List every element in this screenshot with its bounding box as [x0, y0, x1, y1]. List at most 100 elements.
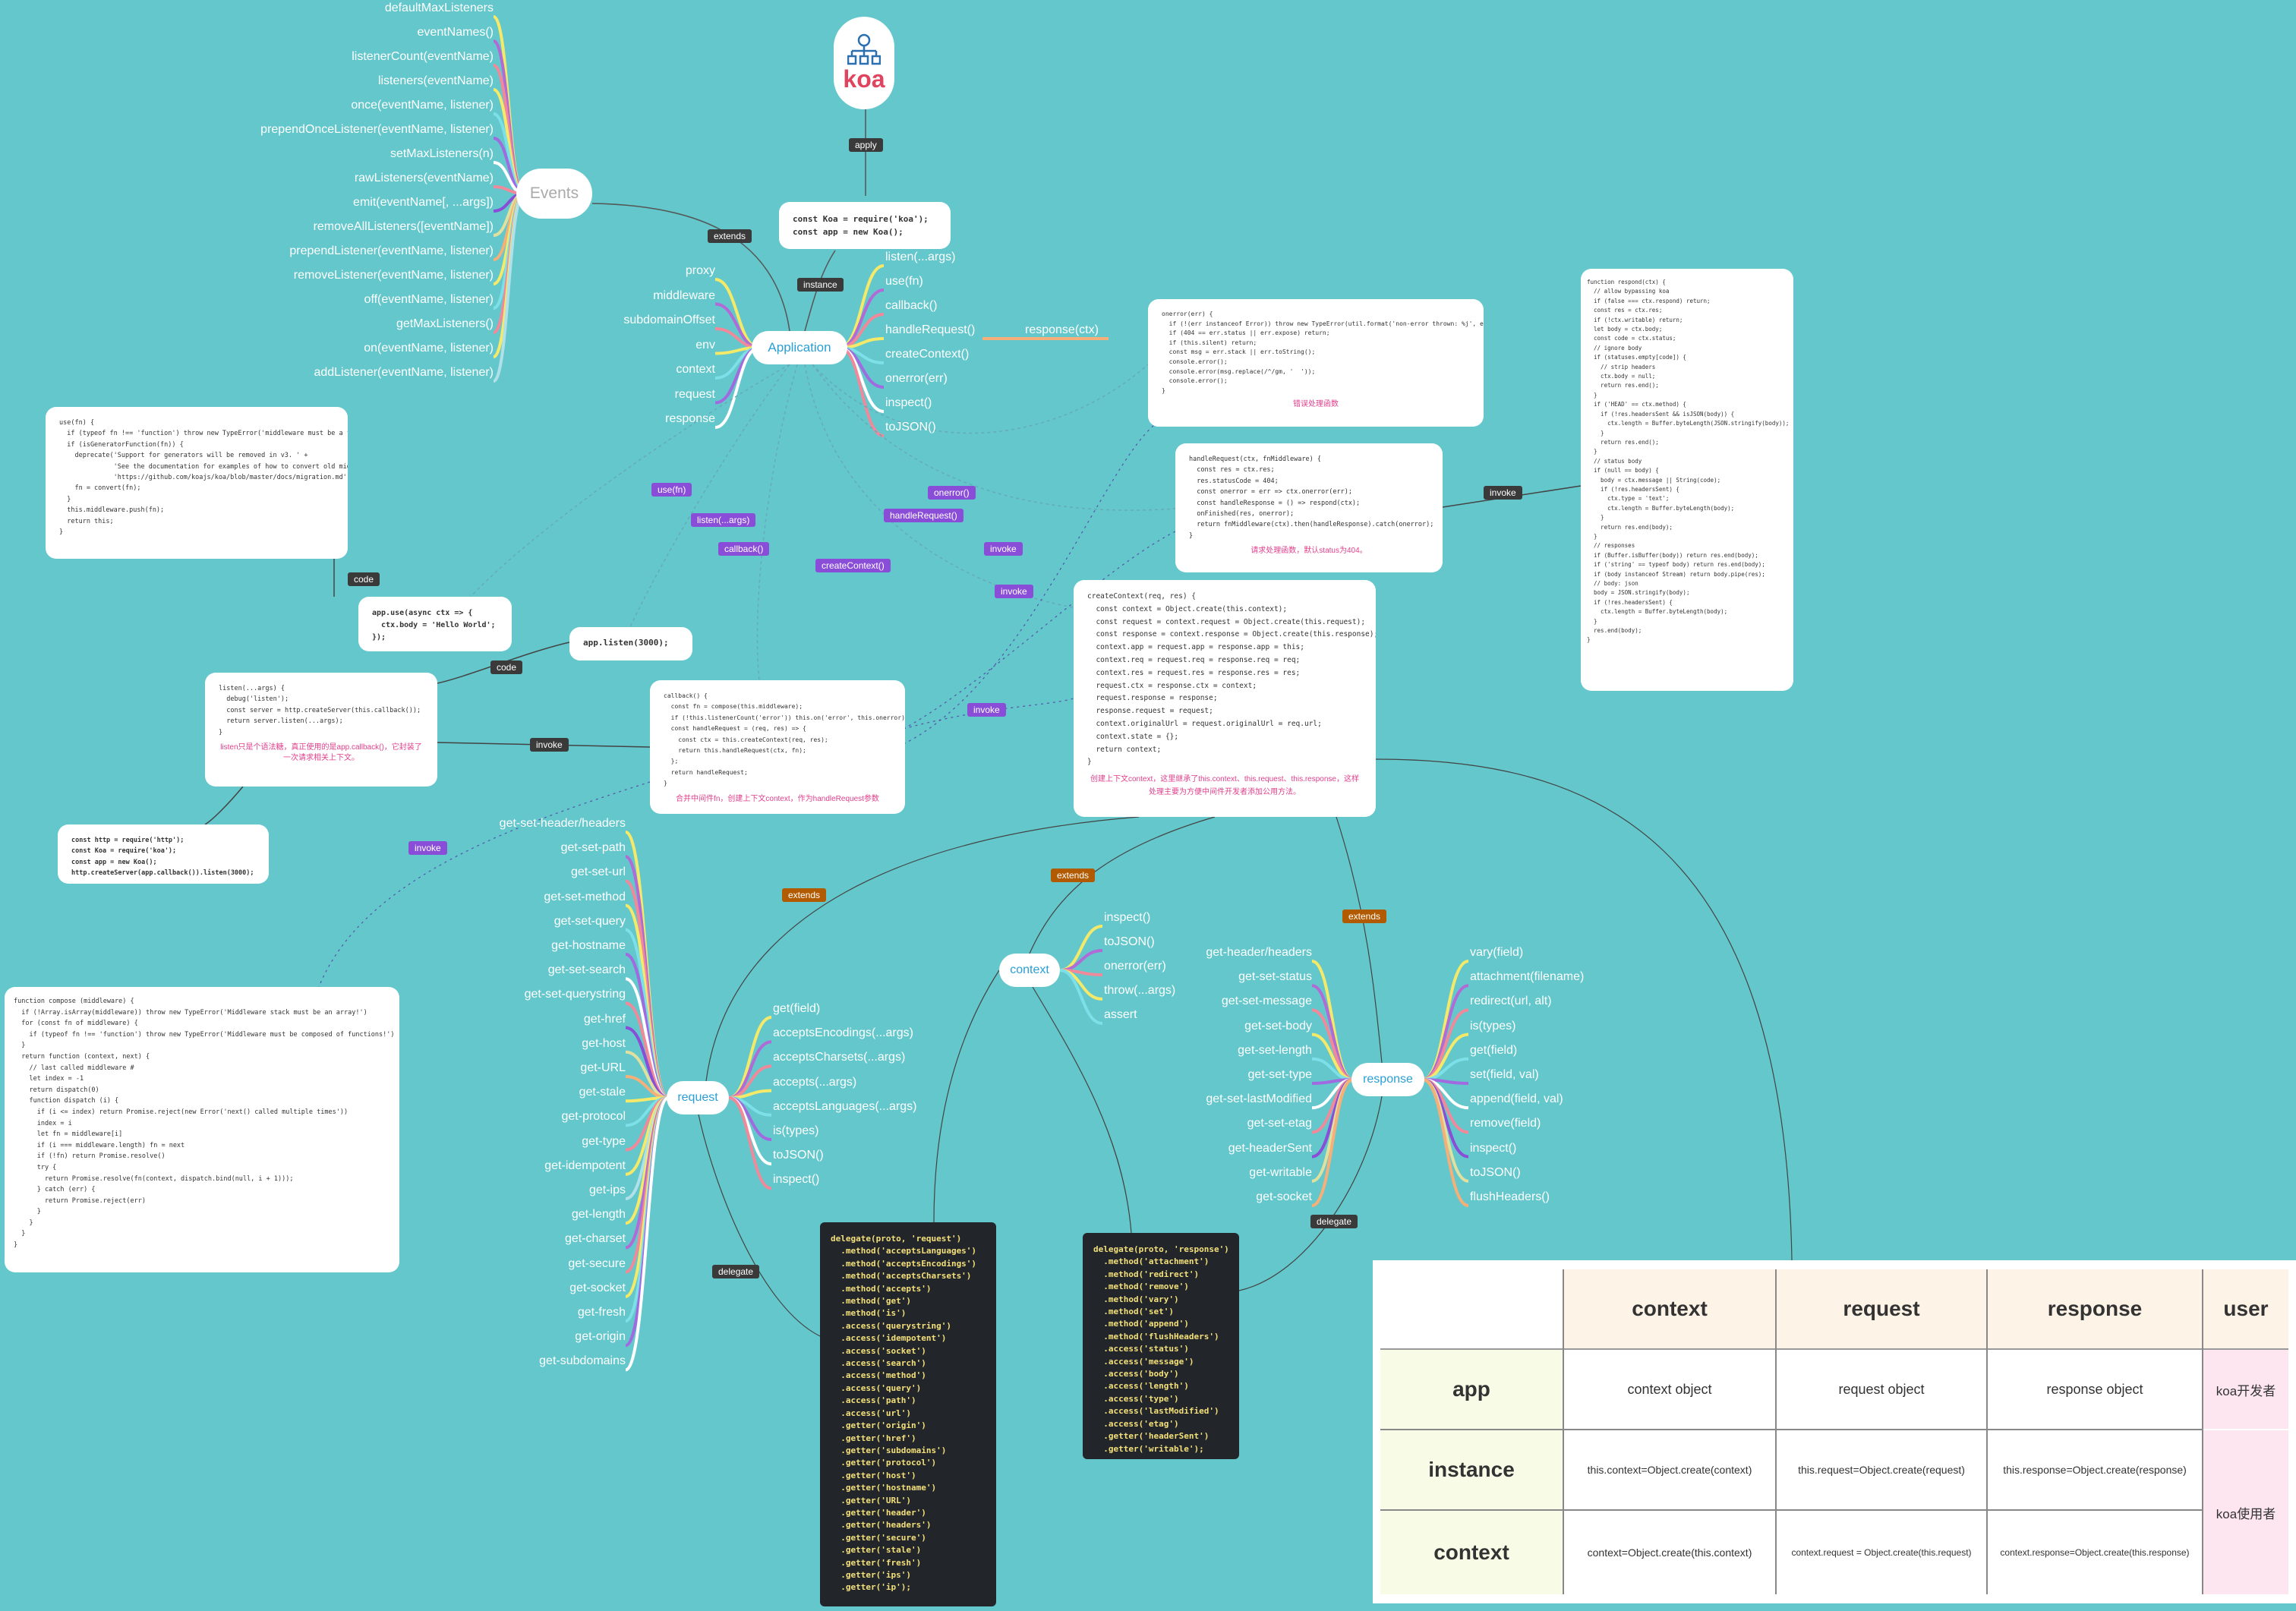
- application-method[interactable]: inspect(): [885, 396, 932, 409]
- application-prop[interactable]: response: [665, 412, 715, 425]
- response-method[interactable]: set(field, val): [1470, 1068, 1539, 1081]
- application-prop[interactable]: context: [676, 363, 715, 376]
- request-getter[interactable]: get-hostname: [551, 939, 626, 952]
- response-getter[interactable]: get-set-status: [1238, 970, 1312, 984]
- events-item[interactable]: prependOnceListener(eventName, listener): [260, 123, 494, 136]
- events-item[interactable]: getMaxListeners(): [396, 317, 494, 330]
- request-method[interactable]: inspect(): [773, 1173, 820, 1187]
- request-getter[interactable]: get-URL: [580, 1061, 626, 1074]
- response-method[interactable]: redirect(url, alt): [1470, 995, 1552, 1008]
- request-getter[interactable]: get-host: [582, 1036, 626, 1050]
- application-prop[interactable]: middleware: [653, 288, 715, 302]
- events-item[interactable]: addListener(eventName, listener): [314, 366, 494, 379]
- response-getter[interactable]: get-set-length: [1238, 1043, 1312, 1057]
- application-method[interactable]: toJSON(): [885, 421, 936, 433]
- request-method[interactable]: toJSON(): [773, 1149, 824, 1162]
- request-getter[interactable]: get-subdomains: [539, 1354, 626, 1368]
- application-method[interactable]: callback(): [885, 299, 938, 312]
- request-getter[interactable]: get-socket: [569, 1281, 626, 1294]
- code-delegate-response: delegate(proto, 'response') .method('att…: [1083, 1233, 1239, 1459]
- context-item[interactable]: toJSON(): [1104, 935, 1155, 948]
- table-header-request: request: [1777, 1269, 1986, 1348]
- request-getter[interactable]: get-set-query: [554, 914, 626, 928]
- context-item[interactable]: throw(...args): [1104, 984, 1176, 997]
- request-method[interactable]: acceptsLanguages(...args): [773, 1099, 917, 1113]
- request-getter[interactable]: get-set-search: [547, 963, 626, 977]
- response-getter[interactable]: get-set-lastModified: [1206, 1092, 1312, 1106]
- hierarchy-icon: [847, 33, 881, 65]
- response-getter[interactable]: get-set-body: [1244, 1019, 1312, 1032]
- request-getter[interactable]: get-ips: [588, 1184, 626, 1196]
- application-method[interactable]: createContext(): [885, 348, 970, 361]
- response-method[interactable]: get(field): [1470, 1043, 1518, 1057]
- events-item[interactable]: eventNames(): [417, 26, 494, 39]
- events-item[interactable]: removeAllListeners([eventName]): [313, 220, 494, 233]
- events-item[interactable]: rawListeners(eventName): [354, 172, 494, 184]
- node-events[interactable]: Events: [516, 169, 592, 219]
- context-item[interactable]: inspect(): [1104, 911, 1151, 924]
- request-getter[interactable]: get-stale: [579, 1086, 626, 1099]
- response-getter[interactable]: get-headerSent: [1228, 1141, 1312, 1155]
- application-method[interactable]: onerror(err): [885, 372, 948, 385]
- events-item[interactable]: listeners(eventName): [377, 74, 494, 87]
- request-getter[interactable]: get-set-header/headers: [499, 817, 626, 830]
- application-method[interactable]: listen(...args): [885, 251, 956, 263]
- context-item[interactable]: onerror(err): [1104, 960, 1166, 973]
- response-method[interactable]: flushHeaders(): [1470, 1190, 1550, 1203]
- events-item[interactable]: off(eventName, listener): [364, 293, 494, 306]
- application-prop[interactable]: subdomainOffset: [623, 314, 715, 326]
- events-item[interactable]: removeListener(eventName, listener): [293, 269, 494, 282]
- response-getter[interactable]: get-writable: [1249, 1165, 1312, 1179]
- response-method[interactable]: is(types): [1470, 1019, 1516, 1032]
- request-getter[interactable]: get-secure: [568, 1256, 626, 1270]
- request-getter[interactable]: get-fresh: [577, 1306, 626, 1319]
- events-item[interactable]: listenerCount(eventName): [352, 50, 494, 63]
- application-prop[interactable]: request: [674, 387, 715, 401]
- response-method[interactable]: vary(field): [1470, 946, 1524, 959]
- request-getter[interactable]: get-idempotent: [544, 1159, 626, 1172]
- request-method[interactable]: accepts(...args): [773, 1075, 857, 1089]
- request-method[interactable]: acceptsEncodings(...args): [773, 1026, 913, 1040]
- request-getter[interactable]: get-charset: [564, 1232, 626, 1246]
- request-getter[interactable]: get-set-querystring: [524, 988, 626, 1001]
- response-method[interactable]: inspect(): [1470, 1141, 1517, 1155]
- application-prop[interactable]: env: [695, 338, 715, 352]
- request-getter[interactable]: get-href: [583, 1012, 626, 1026]
- response-getter[interactable]: get-set-message: [1221, 995, 1312, 1008]
- events-item[interactable]: emit(eventName[, ...args]): [353, 196, 494, 209]
- request-getter[interactable]: get-length: [571, 1208, 626, 1222]
- application-method[interactable]: handleRequest(): [885, 323, 976, 336]
- events-item[interactable]: defaultMaxListeners: [384, 2, 494, 14]
- request-method[interactable]: get(field): [773, 1002, 821, 1015]
- events-item[interactable]: once(eventName, listener): [351, 99, 494, 112]
- response-getter[interactable]: get-set-etag: [1247, 1117, 1312, 1130]
- request-getter[interactable]: get-set-path: [560, 841, 626, 855]
- request-getter[interactable]: get-type: [582, 1134, 626, 1148]
- response-getter[interactable]: get-socket: [1256, 1190, 1312, 1203]
- node-response[interactable]: response: [1351, 1063, 1424, 1096]
- application-method[interactable]: use(fn): [885, 275, 923, 288]
- response-method[interactable]: append(field, val): [1470, 1092, 1563, 1106]
- request-getter[interactable]: get-set-method: [544, 890, 626, 903]
- node-application[interactable]: Application: [752, 331, 847, 364]
- request-getter[interactable]: get-origin: [575, 1330, 626, 1344]
- node-request[interactable]: request: [667, 1081, 729, 1114]
- response-method[interactable]: remove(field): [1470, 1117, 1541, 1130]
- request-method[interactable]: acceptsCharsets(...args): [773, 1051, 906, 1064]
- response-extends: [1336, 816, 1383, 1064]
- events-item[interactable]: prependListener(eventName, listener): [289, 244, 494, 257]
- events-item[interactable]: setMaxListeners(n): [390, 147, 494, 160]
- response-getter[interactable]: get-header/headers: [1206, 946, 1312, 959]
- request-getter[interactable]: get-set-url: [570, 865, 626, 879]
- events-item[interactable]: on(eventName, listener): [364, 342, 494, 355]
- application-prop[interactable]: proxy: [685, 264, 715, 277]
- response-ctx-label[interactable]: response(ctx): [1025, 323, 1099, 336]
- response-method[interactable]: attachment(filename): [1470, 970, 1585, 984]
- node-context[interactable]: context: [999, 954, 1060, 987]
- request-getter[interactable]: get-protocol: [561, 1110, 626, 1124]
- response-getter[interactable]: get-set-type: [1247, 1068, 1312, 1081]
- request-method[interactable]: is(types): [773, 1124, 819, 1137]
- context-item[interactable]: assert: [1104, 1008, 1137, 1021]
- context-item-branch: [1059, 969, 1103, 1025]
- response-method[interactable]: toJSON(): [1470, 1165, 1521, 1179]
